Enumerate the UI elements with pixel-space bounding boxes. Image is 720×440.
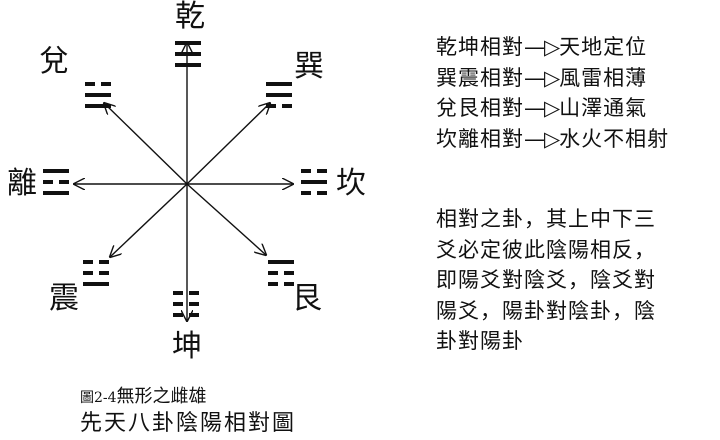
trigram-name-gen: 艮 — [292, 281, 322, 316]
yang-line — [268, 260, 294, 264]
yin-line-segment — [83, 260, 93, 264]
pair-arrow: —▷ — [524, 126, 560, 151]
pair-row-kan-li: 坎離相對—▷水火不相射 — [436, 124, 720, 155]
trigram-symbol-qian — [175, 41, 201, 67]
pair-right: 風雷相薄 — [559, 65, 648, 90]
trigram-symbol-kun — [173, 291, 199, 317]
yin-line-segment — [59, 180, 69, 184]
trigram-name-kun: 坤 — [172, 329, 202, 364]
explanation-paragraph: 相對之卦，其上中下三 爻必定彼此陰陽相反， 即陽爻對陰爻，陰爻對 陽爻，陽卦對陰… — [436, 204, 720, 357]
figure-caption: 圖2-4無形之雌雄 先天八卦陰陽相對圖 — [80, 386, 296, 439]
explanation-line: 爻必定彼此陰陽相反， — [436, 237, 656, 262]
yin-line-segment — [99, 271, 109, 275]
trigram-symbol-kan — [301, 169, 327, 195]
trigram-name-zhen: 震 — [49, 281, 79, 316]
yang-line — [266, 93, 292, 97]
pair-row-qian-kun: 乾坤相對—▷天地定位 — [436, 32, 720, 63]
pair-row-xun-zhen: 巽震相對—▷風雷相薄 — [436, 63, 720, 94]
yin-line-segment — [284, 282, 294, 286]
yin-line-segment — [43, 180, 53, 184]
yang-line — [175, 41, 201, 45]
trigram-symbols — [43, 41, 327, 317]
yang-line — [85, 93, 111, 97]
pair-right: 水火不相射 — [559, 126, 670, 151]
explanation-line: 即陽爻對陰爻，陰爻對 — [436, 268, 656, 292]
pair-arrow: —▷ — [524, 65, 560, 90]
trigram-symbol-gen — [268, 260, 294, 286]
explanation-line: 卦對陽卦 — [436, 329, 524, 353]
arrow-to-dui — [104, 103, 188, 185]
figure-subtitle: 無形之雌雄 — [116, 386, 207, 407]
trigram-names: 乾 巽 坎 艮 坤 震 離 兌 — [7, 0, 366, 364]
yang-line — [301, 180, 327, 184]
yin-line-segment — [301, 191, 311, 195]
caption-line-1: 圖2-4無形之雌雄 — [80, 386, 296, 409]
trigram-name-xun: 巽 — [294, 49, 324, 84]
yin-line-segment — [83, 271, 93, 275]
pair-right: 山澤通氣 — [559, 96, 648, 120]
pair-right: 天地定位 — [559, 35, 648, 59]
trigram-symbol-dui — [85, 82, 111, 108]
pair-arrow: —▷ — [524, 35, 560, 59]
yang-line — [85, 104, 111, 108]
yang-line — [43, 169, 69, 173]
yin-line-segment — [99, 260, 109, 264]
yin-line-segment — [266, 104, 276, 108]
pair-left: 乾坤相對 — [436, 35, 524, 59]
pair-arrow: —▷ — [524, 96, 560, 120]
yin-line-segment — [173, 291, 183, 295]
trigram-symbol-zhen — [83, 260, 109, 286]
pair-left: 兌艮相對 — [436, 96, 524, 120]
trigram-symbol-xun — [266, 82, 292, 108]
yin-line-segment — [268, 282, 278, 286]
yin-line-segment — [85, 82, 95, 86]
opposition-pairs: 乾坤相對—▷天地定位 巽震相對—▷風雷相薄 兌艮相對—▷山澤通氣 坎離相對—▷水… — [436, 32, 720, 154]
yin-line-segment — [284, 271, 294, 275]
arrow-to-xun — [186, 103, 270, 185]
trigram-name-kan: 坎 — [336, 166, 366, 201]
yin-line-segment — [301, 169, 311, 173]
trigram-name-dui: 兌 — [39, 44, 69, 79]
pair-left: 坎離相對 — [436, 126, 524, 151]
pair-left: 巽震相對 — [436, 65, 524, 90]
yin-line-segment — [189, 291, 199, 295]
yin-line-segment — [317, 191, 327, 195]
yin-line-segment — [268, 271, 278, 275]
yang-line — [266, 82, 292, 86]
pair-row-dui-gen: 兌艮相對—▷山澤通氣 — [436, 93, 720, 124]
trigram-name-qian: 乾 — [175, 0, 205, 34]
yin-line-segment — [189, 302, 199, 306]
trigram-symbol-li — [43, 169, 69, 195]
yin-line-segment — [173, 313, 183, 317]
figure-title: 先天八卦陰陽相對圖 — [80, 411, 297, 436]
yin-line-segment — [282, 104, 292, 108]
figure-number: 圖2-4 — [80, 390, 117, 406]
yin-line-segment — [101, 82, 111, 86]
trigram-name-li: 離 — [7, 166, 37, 201]
yang-line — [175, 52, 201, 56]
yin-line-segment — [189, 313, 199, 317]
yang-line — [175, 63, 201, 67]
yin-line-segment — [317, 169, 327, 173]
yang-line — [83, 282, 109, 286]
yang-line — [43, 191, 69, 195]
explanation-line: 相對之卦，其上中下三 — [436, 207, 656, 231]
arrow-to-gen — [186, 183, 266, 255]
yin-line-segment — [173, 302, 183, 306]
arrow-to-zhen — [110, 183, 188, 257]
bagua-diagram: 乾 巽 坎 艮 坤 震 離 兌 — [7, 0, 366, 364]
explanation-line: 陽爻，陽卦對陰卦，陰 — [436, 298, 656, 323]
